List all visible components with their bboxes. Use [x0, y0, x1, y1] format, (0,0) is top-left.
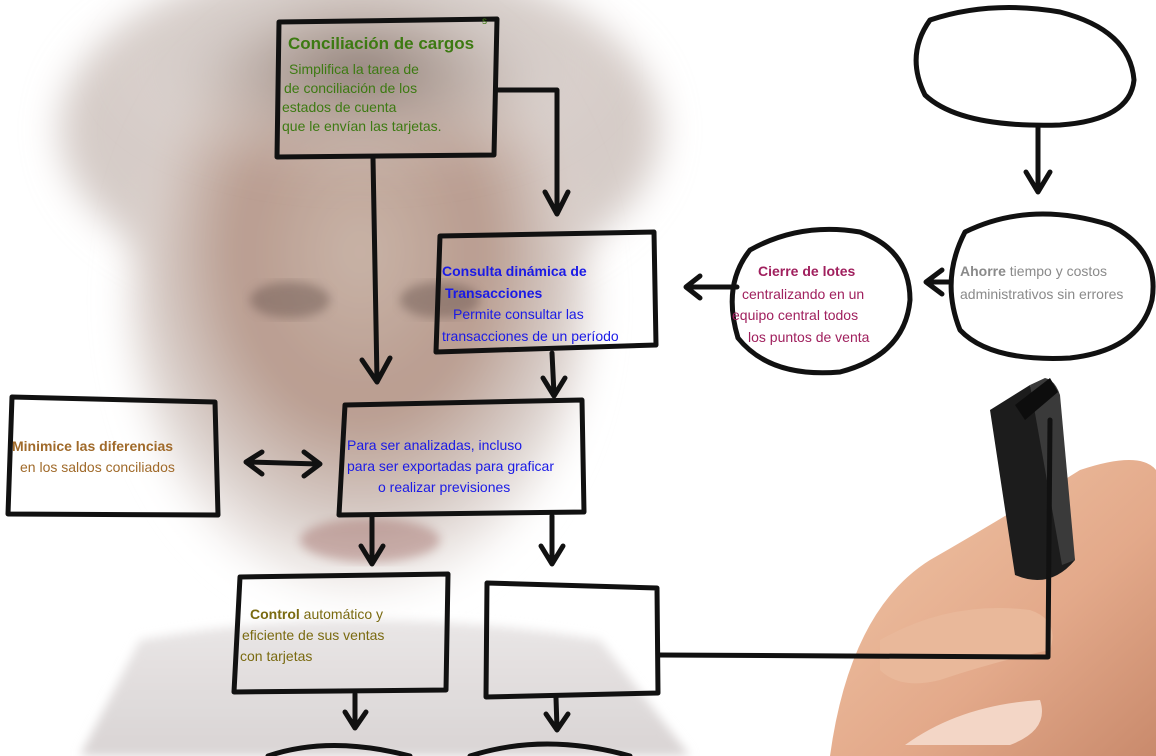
box-analizadas — [336, 397, 587, 518]
minimice-title: Minimice las diferencias — [12, 438, 174, 454]
arrow-analizadas-empty — [538, 513, 566, 567]
arrow-control-down — [342, 691, 369, 731]
control-rest: automático y — [299, 606, 384, 622]
ellipse-bottom-right — [467, 741, 633, 756]
control-line-1: Control automático y — [250, 605, 383, 624]
analizadas-line-2: para ser exportadas para graficar — [347, 458, 554, 474]
arrow-empty-down — [543, 695, 571, 733]
box-minimice — [5, 394, 221, 518]
arrow-conciliacion-down — [359, 155, 393, 385]
arrow-ahorre-cierre — [923, 267, 953, 297]
consulta-title-1: Consulta dinámica de — [442, 263, 587, 279]
cierre-line-2: equipo central todos — [732, 307, 859, 323]
ellipse-bottom-left — [265, 743, 413, 756]
conciliacion-superscript: s — [482, 16, 487, 27]
arrow-double — [243, 449, 323, 479]
ellipse-ahorre — [948, 211, 1156, 361]
box-consulta — [433, 229, 659, 355]
ahorre-rest: tiempo y costos — [1005, 263, 1108, 279]
ahorre-line-2: administrativos sin errores — [960, 286, 1124, 302]
box-empty — [483, 580, 661, 700]
arrow-consulta-analizadas — [540, 350, 568, 399]
connector-empty-box-line — [655, 417, 1053, 660]
arrow-analizadas-control — [358, 513, 386, 567]
control-line-2: eficiente de sus ventas — [242, 627, 385, 643]
minimice-line-2: en los saldos conciliados — [20, 459, 175, 475]
consulta-title-2: Transacciones — [445, 285, 543, 301]
ellipse-cierre — [729, 226, 913, 376]
conciliacion-line-1: Simplifica la tarea de — [289, 61, 419, 77]
hand-with-marker — [830, 378, 1156, 756]
box-control — [231, 571, 451, 695]
conciliacion-title: Conciliación de cargos — [288, 34, 475, 53]
consulta-line-1: Permite consultar las — [453, 306, 584, 322]
control-line-3: con tarjetas — [240, 648, 313, 664]
ahorre-line-1: Ahorre tiempo y costos — [960, 262, 1107, 281]
cierre-line-3: los puntos de venta — [748, 329, 870, 345]
conciliacion-line-2: de conciliación de los — [284, 80, 418, 96]
conciliacion-line-3: estados de cuenta — [282, 99, 397, 115]
consulta-line-2: transacciones de un período — [442, 328, 619, 344]
control-bold: Control — [250, 606, 300, 622]
ellipse-top-right — [913, 5, 1137, 128]
arrow-conciliacion-consulta — [494, 87, 571, 217]
cierre-title: Cierre de lotes — [758, 263, 856, 279]
box-conciliacion — [274, 16, 500, 160]
cierre-line-1: centralizando en un — [742, 286, 865, 302]
arrow-cierre-consulta — [683, 273, 740, 301]
analizadas-line-1: Para ser analizadas, incluso — [347, 437, 523, 453]
ahorre-bold: Ahorre — [960, 263, 1006, 279]
arrow-top-ahorre — [1023, 125, 1053, 195]
analizadas-line-3: o realizar previsiones — [378, 479, 511, 495]
conciliacion-line-4: que le envían las tarjetas. — [282, 118, 442, 134]
